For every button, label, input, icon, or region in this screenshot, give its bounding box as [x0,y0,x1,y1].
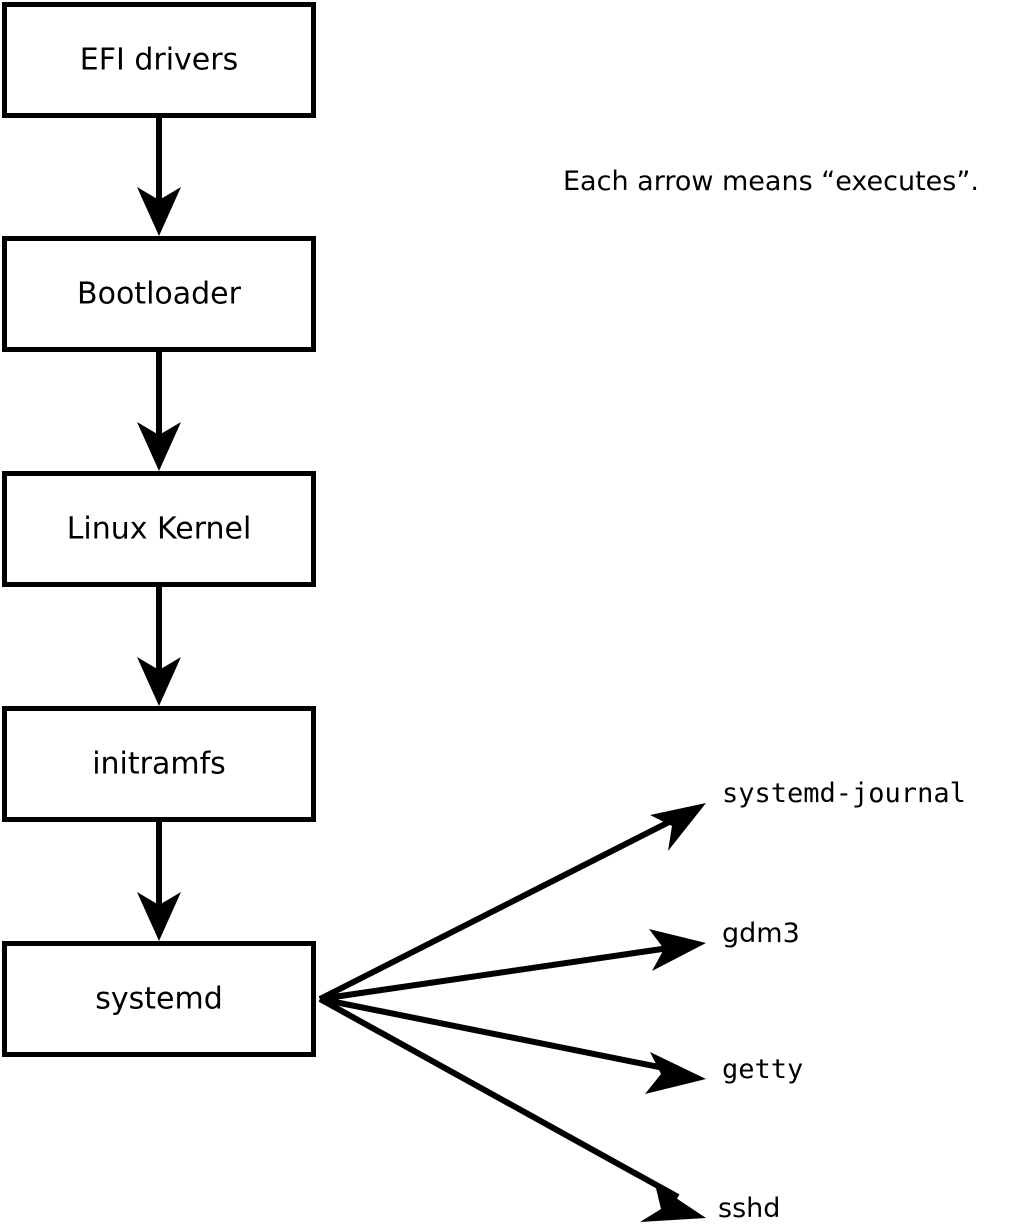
label-gdm3: gdm3 [722,918,800,949]
node-systemd[interactable]: systemd [2,941,316,1057]
arrow-shaft [319,996,670,1072]
node-label: EFI drivers [80,43,238,78]
node-bootloader[interactable]: Bootloader [2,236,316,352]
arrow-systemd-to-getty [319,996,706,1094]
arrow-efi-to-bootloader [137,118,181,236]
arrow-initramfs-to-systemd [137,822,181,941]
process-boxes: EFI drivers Bootloader Linux Kernel init… [2,2,316,1057]
node-box [2,236,316,352]
node-label: Bootloader [77,277,242,312]
label-getty: getty [722,1054,803,1085]
service-labels: systemd-journal gdm3 getty sshd [718,778,966,1224]
node-box [2,471,316,587]
arrow-head [137,187,181,236]
arrow-shaft [319,945,670,1002]
node-label: Linux Kernel [67,512,252,547]
node-label: initramfs [92,747,226,782]
arrow-head [137,657,181,706]
diagram-caption: Each arrow means “executes”. [563,166,979,197]
arrow-shaft [318,996,680,1200]
node-efi-drivers[interactable]: EFI drivers [2,2,316,118]
vertical-arrows [137,118,181,941]
systemd-fanout-arrows [318,803,706,1222]
label-systemd-journal: systemd-journal [722,778,966,809]
arrow-bootloader-to-kernel [137,352,181,471]
node-box [2,941,316,1057]
arrow-head [649,929,706,971]
node-label: systemd [95,982,223,1017]
arrow-head [640,1184,706,1222]
node-initramfs[interactable]: initramfs [2,706,316,822]
arrow-shaft [318,815,679,1002]
node-box [2,706,316,822]
arrow-systemd-to-gdm3 [319,929,706,1002]
arrow-kernel-to-initramfs [137,587,181,706]
arrow-head [137,422,181,471]
label-sshd: sshd [718,1193,780,1224]
node-box [2,2,316,118]
arrow-systemd-to-sshd [318,996,706,1222]
node-linux-kernel[interactable]: Linux Kernel [2,471,316,587]
arrow-head [137,892,181,941]
arrow-head [650,803,706,851]
arrow-systemd-to-systemd-journal [318,803,706,1002]
arrow-head [645,1052,706,1094]
